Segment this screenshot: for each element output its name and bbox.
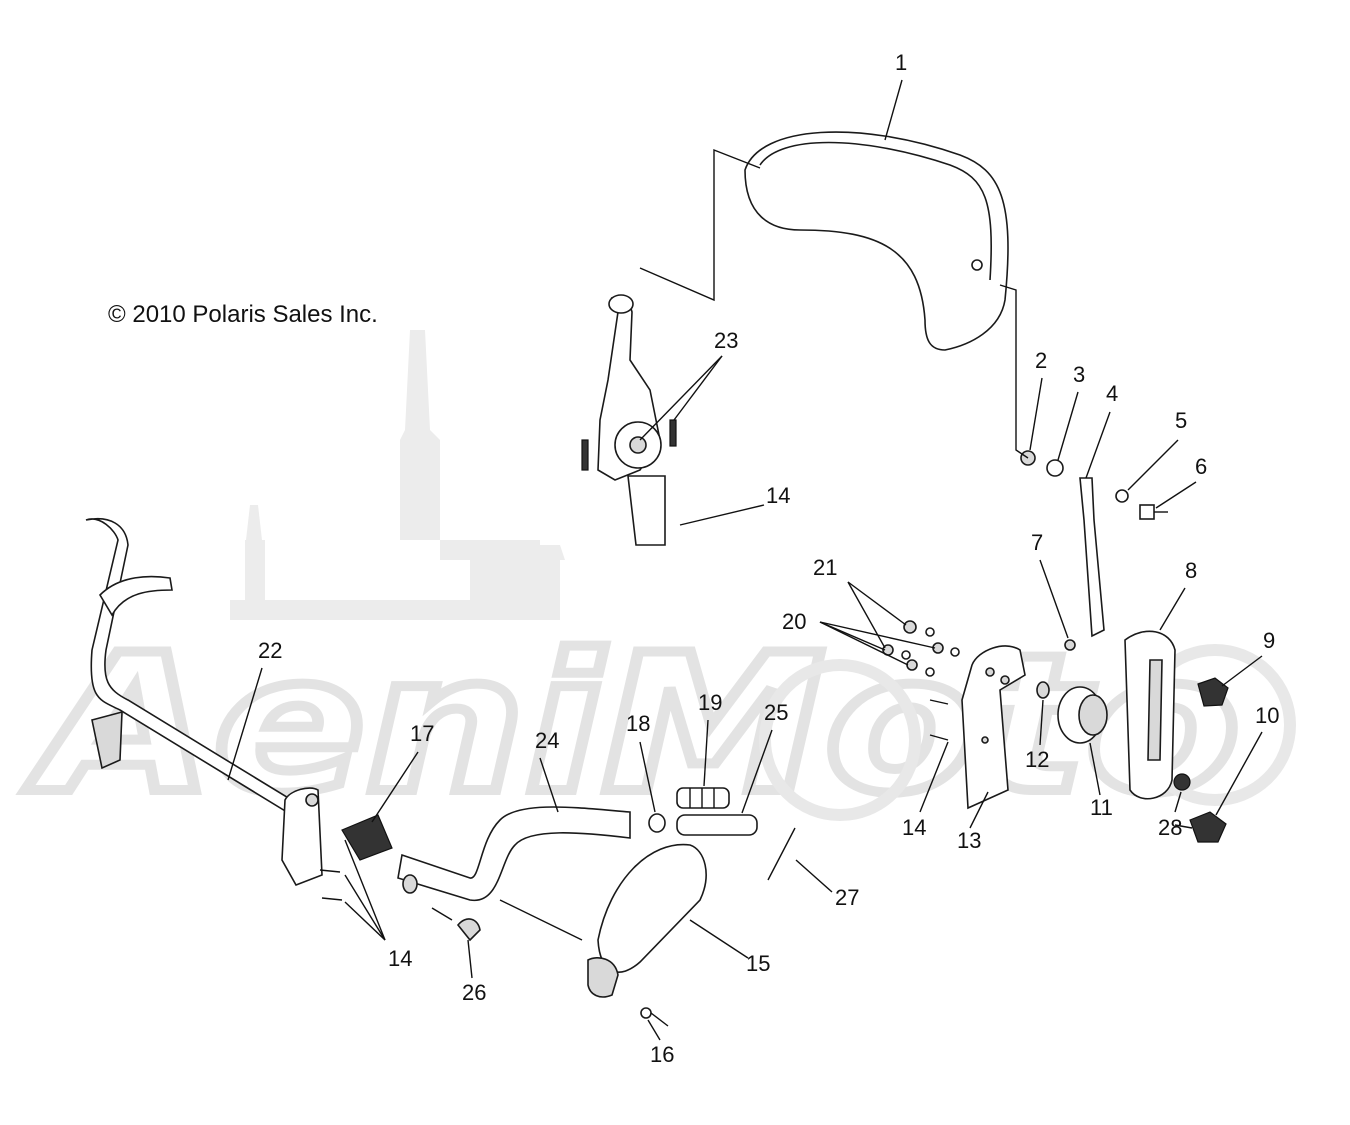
callout-14-left: 14 xyxy=(344,839,412,971)
part-tube-25[interactable] xyxy=(676,814,758,836)
strut-link xyxy=(999,284,1029,459)
svg-text:16: 16 xyxy=(650,1042,674,1067)
callout-14-mid: 14 xyxy=(902,741,949,840)
part-clip[interactable] xyxy=(431,907,481,942)
svg-text:5: 5 xyxy=(1175,408,1187,433)
pad-arm-link xyxy=(639,148,761,302)
copyright-notice: © 2010 Polaris Sales Inc. xyxy=(108,301,378,328)
svg-text:14: 14 xyxy=(902,815,926,840)
svg-text:22: 22 xyxy=(258,638,282,663)
callout-28: 28 xyxy=(1158,791,1182,840)
callout-17: 17 xyxy=(371,721,434,823)
part-bracket-plate[interactable] xyxy=(961,645,1026,810)
part-pin-27[interactable] xyxy=(767,827,796,881)
svg-text:10: 10 xyxy=(1255,703,1279,728)
svg-text:28: 28 xyxy=(1158,815,1182,840)
svg-text:9: 9 xyxy=(1263,628,1275,653)
part-bent-tube[interactable] xyxy=(397,806,631,901)
callout-26: 26 xyxy=(462,939,486,1005)
callout-8: 8 xyxy=(1159,558,1197,631)
callout-18: 18 xyxy=(626,711,656,813)
callout-9: 9 xyxy=(1221,628,1275,687)
part-washer-3[interactable] xyxy=(1046,459,1064,477)
part-bolts-14-left[interactable] xyxy=(319,869,343,901)
callout-13: 13 xyxy=(957,791,989,853)
svg-text:6: 6 xyxy=(1195,454,1207,479)
callout-5: 5 xyxy=(1127,408,1187,491)
callouts: 1 2 3 4 5 6 7 8 xyxy=(227,50,1279,1067)
part-side-panel[interactable] xyxy=(587,843,707,998)
part-strut-4[interactable] xyxy=(1079,477,1105,638)
svg-text:25: 25 xyxy=(764,700,788,725)
callout-12: 12 xyxy=(1025,699,1049,772)
callout-7: 7 xyxy=(1031,530,1069,639)
svg-text:26: 26 xyxy=(462,980,486,1005)
part-nut-7[interactable] xyxy=(1064,639,1076,651)
svg-text:21: 21 xyxy=(813,555,837,580)
part-screw-16[interactable] xyxy=(640,1007,669,1027)
callout-14-top: 14 xyxy=(679,483,790,526)
part-mount-arm[interactable] xyxy=(581,294,677,546)
svg-text:14: 14 xyxy=(388,946,412,971)
callout-2: 2 xyxy=(1029,348,1047,451)
callout-23: 23 xyxy=(639,328,738,441)
callout-6: 6 xyxy=(1155,454,1207,509)
svg-text:13: 13 xyxy=(957,828,981,853)
svg-text:24: 24 xyxy=(535,728,559,753)
part-spacer-11[interactable] xyxy=(1057,686,1108,744)
svg-text:14: 14 xyxy=(766,483,790,508)
part-backrest-pad[interactable] xyxy=(744,131,1009,351)
part-side-cover[interactable] xyxy=(1124,630,1176,800)
callout-19: 19 xyxy=(698,690,722,787)
part-washer-28[interactable] xyxy=(1173,773,1191,791)
part-bolts-14-mid[interactable] xyxy=(929,699,949,741)
svg-text:8: 8 xyxy=(1185,558,1197,583)
part-cap-18[interactable] xyxy=(648,813,666,833)
part-knob-9[interactable] xyxy=(1197,677,1229,707)
svg-text:19: 19 xyxy=(698,690,722,715)
svg-text:27: 27 xyxy=(835,885,859,910)
part-handle-bar[interactable] xyxy=(85,518,323,886)
svg-text:4: 4 xyxy=(1106,381,1118,406)
tube-panel-link xyxy=(499,899,583,941)
svg-text:7: 7 xyxy=(1031,530,1043,555)
svg-text:11: 11 xyxy=(1090,795,1113,820)
watermark-wheel xyxy=(759,659,921,821)
callout-11: 11 xyxy=(1089,742,1113,820)
callout-15: 15 xyxy=(689,919,770,976)
svg-text:1: 1 xyxy=(895,50,907,75)
svg-text:23: 23 xyxy=(714,328,738,353)
callout-22: 22 xyxy=(227,638,282,781)
callout-27: 27 xyxy=(795,859,859,910)
callout-1: 1 xyxy=(884,50,907,141)
part-nut-12[interactable] xyxy=(1036,681,1050,699)
callout-10: 10 xyxy=(1215,703,1279,816)
watermark-castle xyxy=(230,330,565,620)
part-knob-10[interactable] xyxy=(1174,811,1227,843)
svg-text:20: 20 xyxy=(782,609,806,634)
svg-text:2: 2 xyxy=(1035,348,1047,373)
callout-16: 16 xyxy=(647,1019,674,1067)
part-washer-5[interactable] xyxy=(1115,489,1129,503)
callout-25: 25 xyxy=(741,700,788,814)
svg-text:3: 3 xyxy=(1073,362,1085,387)
callout-21: 21 xyxy=(813,555,907,649)
callout-24: 24 xyxy=(535,728,559,813)
svg-text:17: 17 xyxy=(410,721,434,746)
part-grip[interactable] xyxy=(341,814,393,861)
callout-4: 4 xyxy=(1085,381,1118,479)
part-screw-6[interactable] xyxy=(1139,504,1168,520)
svg-text:15: 15 xyxy=(746,951,770,976)
svg-text:18: 18 xyxy=(626,711,650,736)
svg-text:12: 12 xyxy=(1025,747,1049,772)
callout-3: 3 xyxy=(1057,362,1085,461)
part-spring-19[interactable] xyxy=(676,787,730,809)
